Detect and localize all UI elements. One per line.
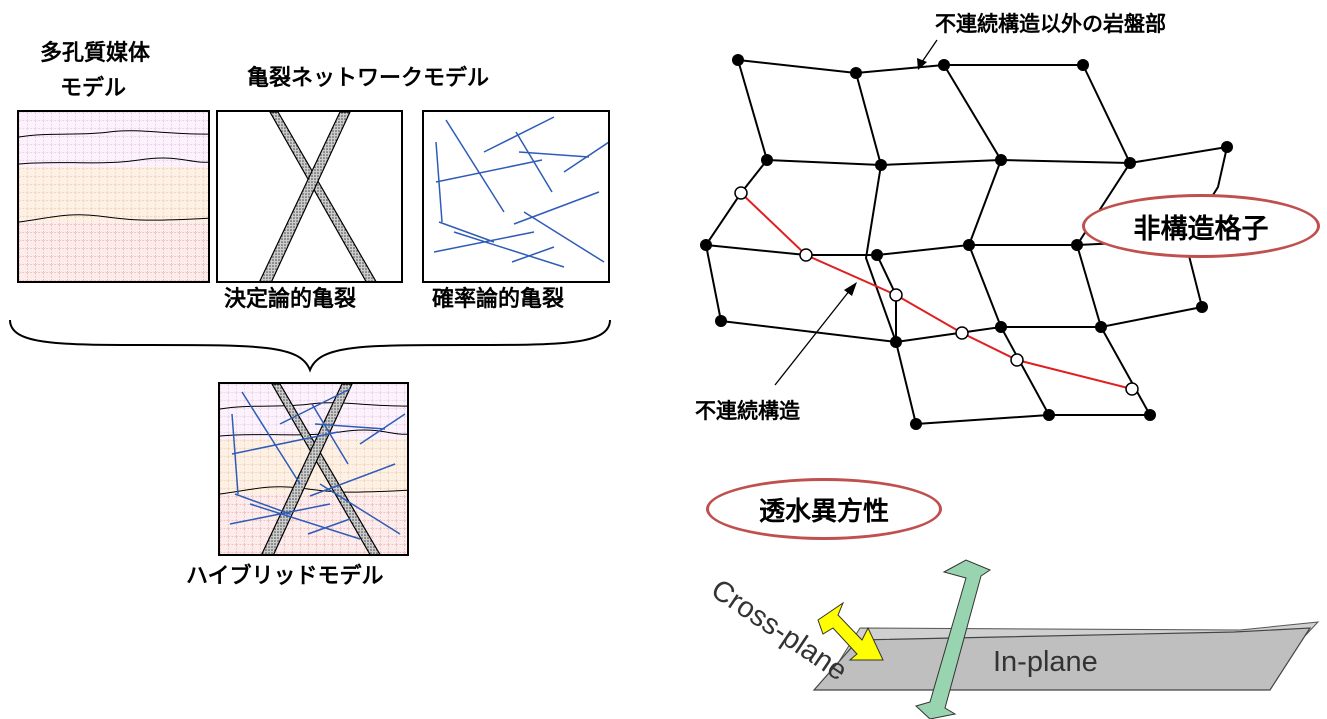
mesh-nodes [700,54,1233,430]
porous-model-title-line1: 多孔質媒体 [40,41,151,66]
discontinuity-label-arrow [774,282,857,386]
porous-media-model-panel [17,110,210,283]
discontinuity-line [740,192,1133,390]
hybrid-model-drawing [220,384,407,554]
stochastic-fracture-label: 確率論的亀裂 [432,287,565,312]
in-plane-arrow [915,559,992,719]
hybrid-model-label: ハイブリッドモデル [186,564,384,589]
cross-plane-arrow [817,601,884,661]
stochastic-fracture-drawing [433,116,608,268]
hybrid-model-panel [218,382,409,556]
stochastic-fracture-panel [422,110,610,283]
unstructured-grid-oval: 非構造格子 [1082,194,1320,258]
porous-model-title-line2: モデル [60,76,127,101]
discontinuity-nodes [734,186,1139,396]
anisotropy-oval: 透水異方性 [706,478,942,540]
discontinuity-label: 不連続構造 [695,399,800,423]
deterministic-fracture-label: 決定論的亀裂 [224,287,357,312]
rock-label-arrow [917,39,938,70]
porous-media-grid [19,112,208,281]
crack-network-model-title: 亀裂ネットワークモデル [247,66,490,91]
deterministic-fracture-drawing [259,112,377,281]
deterministic-fracture-panel [216,110,403,283]
rock-mass-label: 不連続構造以外の岩盤部 [935,12,1166,36]
unstructured-grid-label: 非構造格子 [1133,213,1269,245]
in-plane-label: In-plane [993,646,1098,678]
anisotropy-label: 透水異方性 [758,496,889,527]
